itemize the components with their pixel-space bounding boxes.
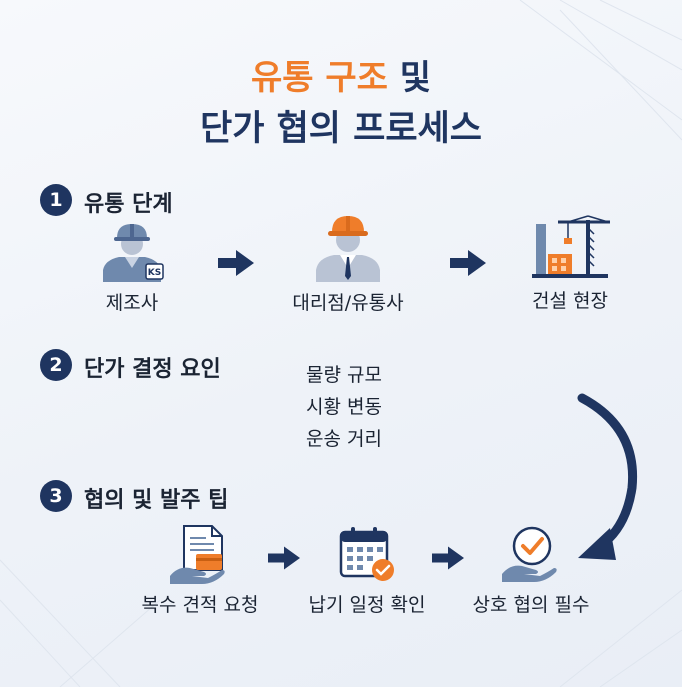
handshake-check-icon [502, 526, 557, 582]
arrow-right-icon [450, 250, 486, 276]
node-delivery-schedule: 납기 일정 확인 [292, 524, 442, 617]
ks-badge: KS [148, 268, 161, 278]
node-construction-site: 건설 현장 [510, 214, 630, 313]
calendar-check-icon [339, 527, 394, 581]
node-manufacturer: KS 제조사 [92, 220, 172, 315]
title-accent: 유통 구조 [250, 58, 388, 98]
quotation-document-icon [170, 525, 225, 584]
section-3-number: 3 [40, 480, 72, 512]
node-label: 납기 일정 확인 [308, 594, 426, 616]
section-1-number: 1 [40, 184, 72, 216]
node-dealer: 대리점/유통사 [278, 210, 418, 315]
construction-site-icon [532, 215, 610, 278]
section-2-number: 2 [40, 349, 72, 381]
section-1-title: 유통 단계 [84, 192, 173, 217]
arrow-right-icon [218, 250, 254, 276]
node-mutual-agreement: 상호 협의 필수 [456, 524, 606, 617]
node-label: 제조사 [105, 292, 159, 314]
node-multiple-quotes: 복수 견적 요청 [125, 524, 275, 617]
page-title-line-2: 단가 협의 프로세스 [200, 109, 482, 149]
curved-arrow-icon [577, 393, 638, 560]
section-3-title: 협의 및 발주 팁 [84, 488, 229, 513]
section-2-title: 단가 결정 요인 [84, 357, 221, 382]
node-label: 대리점/유통사 [292, 292, 404, 314]
dealer-hardhat-icon [316, 216, 380, 282]
node-label: 건설 현장 [532, 290, 608, 312]
price-factor-item: 시황 변동 [306, 396, 382, 418]
price-factor-item: 물량 규모 [306, 364, 382, 386]
node-label: 상호 협의 필수 [472, 594, 590, 616]
arrow-right-icon [432, 546, 464, 570]
node-label: 복수 견적 요청 [141, 594, 259, 616]
title-rest: 및 [387, 58, 432, 98]
arrow-right-icon [268, 546, 300, 570]
worker-hardhat-icon: KS [103, 224, 164, 282]
page-title-line-1: 유통 구조 및 [0, 50, 682, 99]
price-factor-item: 운송 거리 [306, 428, 382, 450]
